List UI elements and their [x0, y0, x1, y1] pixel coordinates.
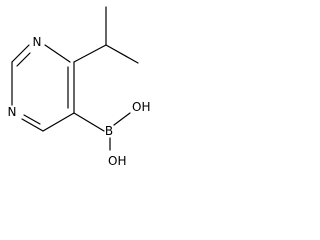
- bond-c5-b: [73, 112, 105, 132]
- bond-c2-n1: [11, 44, 30, 63]
- atom-label-b: B: [105, 124, 113, 138]
- bond-c5-c4: [42, 112, 75, 132]
- structure-diagram: N N B OH OH: [8, 6, 150, 168]
- bond-c4-n3-inner: [23, 114, 41, 125]
- bond-c6-ch: [73, 44, 107, 63]
- atom-label-oh-lower: OH: [108, 154, 126, 168]
- atom-label-n1: N: [33, 35, 42, 49]
- bond-b-oh1: [113, 112, 131, 126]
- bond-n1-c6: [44, 44, 71, 63]
- atom-label-n3: N: [8, 105, 17, 119]
- bond-c2-n1-inner: [16, 52, 31, 67]
- atom-label-oh-upper: OH: [132, 100, 150, 114]
- bond-ch-me2: [105, 44, 139, 64]
- bond-c4-n3: [21, 118, 44, 132]
